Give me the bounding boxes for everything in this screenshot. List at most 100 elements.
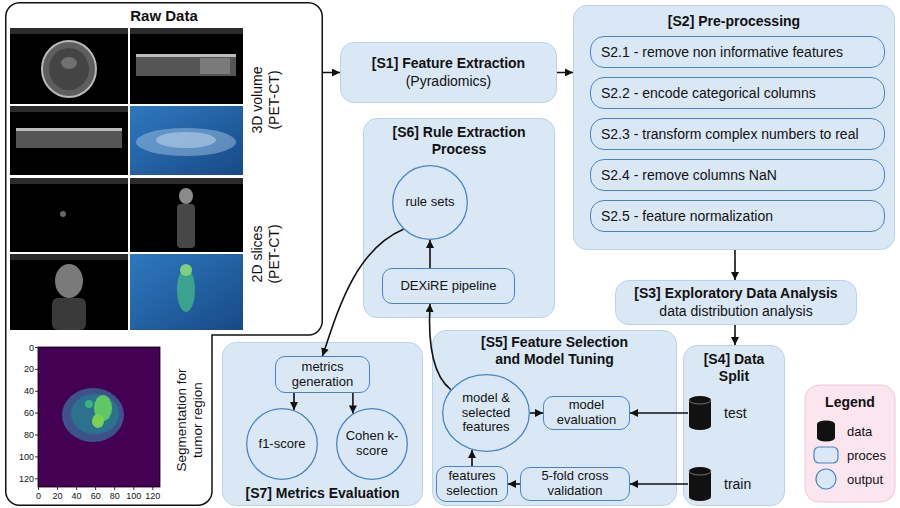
box-heading: [S3] Exploratory Data Analysis [634,285,837,303]
axis-label: Segmentation for tumor region [174,358,206,483]
stage-panel: [S4] Data Split test train [683,345,785,506]
legend-swatch [812,468,840,490]
panel-heading: [S4] Data Split [689,351,779,385]
ct-slices [136,128,236,156]
tick-label-wrap: 80 [110,491,120,502]
heading-wrap: Raw Data [5,7,323,25]
process-box: model evaluation [543,396,630,430]
pet-slices [10,254,128,330]
tick-label-wrap: 0 [29,342,34,353]
ct-slices [156,132,216,148]
circle-text: Cohen k-score [342,429,402,459]
legend-swatch [814,447,838,463]
tick-label-wrap: 100 [126,491,141,502]
process-box: metrics generation [275,356,370,393]
axis-label: 3D volume (PET-CT) [249,55,283,145]
tick-label-wrap: 20 [24,364,34,375]
step-box: S2.1 - remove non informative features [590,36,885,68]
database-rim [689,400,711,404]
panel-heading: [S7] Metrics Evaluation [245,485,399,502]
ct-slices [10,106,128,175]
step-text: S2.2 - encode categorical columns [601,85,816,101]
segmentation-image [71,394,119,434]
pet-slices [52,298,86,330]
database-symbol [689,396,711,430]
tick-label: 0 [36,491,41,502]
tick-label-wrap: 0 [36,491,41,502]
legend-swatch [816,469,836,489]
ct-slices [128,28,130,175]
ct-slices [10,104,243,106]
tick-label-wrap: 40 [72,491,82,502]
database-symbol [688,396,712,430]
axis-label-wrap: 3D volume (PET-CT) [249,55,283,145]
heading-wrap: [S7] Metrics Evaluation [222,485,423,502]
pet-slices [10,252,243,254]
ct-slices [10,106,128,112]
ct-slices [16,128,122,148]
panel-outline [6,3,323,506]
pet-slices [130,178,243,184]
connector-arrow [734,325,736,345]
pet-slices [179,188,193,204]
pet-slices [55,264,83,298]
legend-entry: proces [847,448,886,463]
output-circle: f1-score [246,408,318,480]
tick-label: 120 [19,473,34,484]
tick-label-wrap: 20 [53,491,63,502]
tick-label: 60 [91,491,101,502]
segmentation-image [35,347,160,490]
ct-slices [42,41,96,97]
data-store: train [688,465,770,503]
box-text: features selection [438,469,506,499]
box-text: DEXiRE pipeline [400,279,496,294]
tick-label-wrap: 120 [19,473,34,484]
data-store: test [688,394,770,432]
tick-label-wrap: 40 [24,386,34,397]
legend-swatch [812,420,840,442]
tick-label-wrap: 60 [24,408,34,419]
segmentation-image [38,347,160,487]
output-circle: rule sets [392,165,468,240]
segmentation-image [38,347,160,487]
ct-slices [49,48,89,90]
tick-label: 20 [53,491,63,502]
legend-swatch [817,421,835,442]
stage-panel: [S6] Rule Extraction Process rule setsDEX… [363,118,555,318]
stage-panel: [S5] Feature Selection and Model Tuningm… [432,330,677,506]
legend-text: output [847,472,883,487]
step-text: S2.3 - transform complex numbers to real [601,126,859,142]
legend-panel [805,385,895,502]
process-box: [S1] Feature Extraction(Pyradiomics) [340,42,557,103]
pet-slices [130,178,243,252]
segmentation-image [92,414,104,428]
axis-label-wrap: Segmentation for tumor region [174,358,206,483]
ct-slices [130,106,243,175]
panel-heading: [S6] Rule Extraction Process [374,124,544,158]
segmentation-image [62,388,124,442]
process-box: features selection [436,466,508,502]
ct-slices [10,28,128,34]
tick-label-wrap: 100 [19,452,34,463]
ct-slices [136,54,236,76]
legend-entry: output [847,472,883,487]
step-text: S2.5 - feature normalization [601,208,773,224]
legend-title: Legend [825,394,875,411]
pet-slices [10,178,128,252]
circle-text: model & selected features [451,391,521,436]
tick-label-wrap: 60 [91,491,101,502]
pet-slices [177,204,195,248]
legend-text: proces [847,448,886,463]
process-box: DEXiRE pipeline [382,268,515,304]
heading-wrap: [S2] Pre-processing [573,13,895,30]
stage-panel: [S7] Metrics Evaluation metrics generatio… [222,342,423,506]
circle-text: f1-score [259,437,306,452]
box-text: 5-fold cross validation [525,469,625,499]
axis-label: 2D slices (PET-CT) [249,209,283,299]
ct-slices [200,58,230,74]
circle-outline [337,409,408,480]
pet-slices [180,264,192,276]
legend-title-wrap: Legend [825,394,875,411]
database-rim [689,471,711,475]
